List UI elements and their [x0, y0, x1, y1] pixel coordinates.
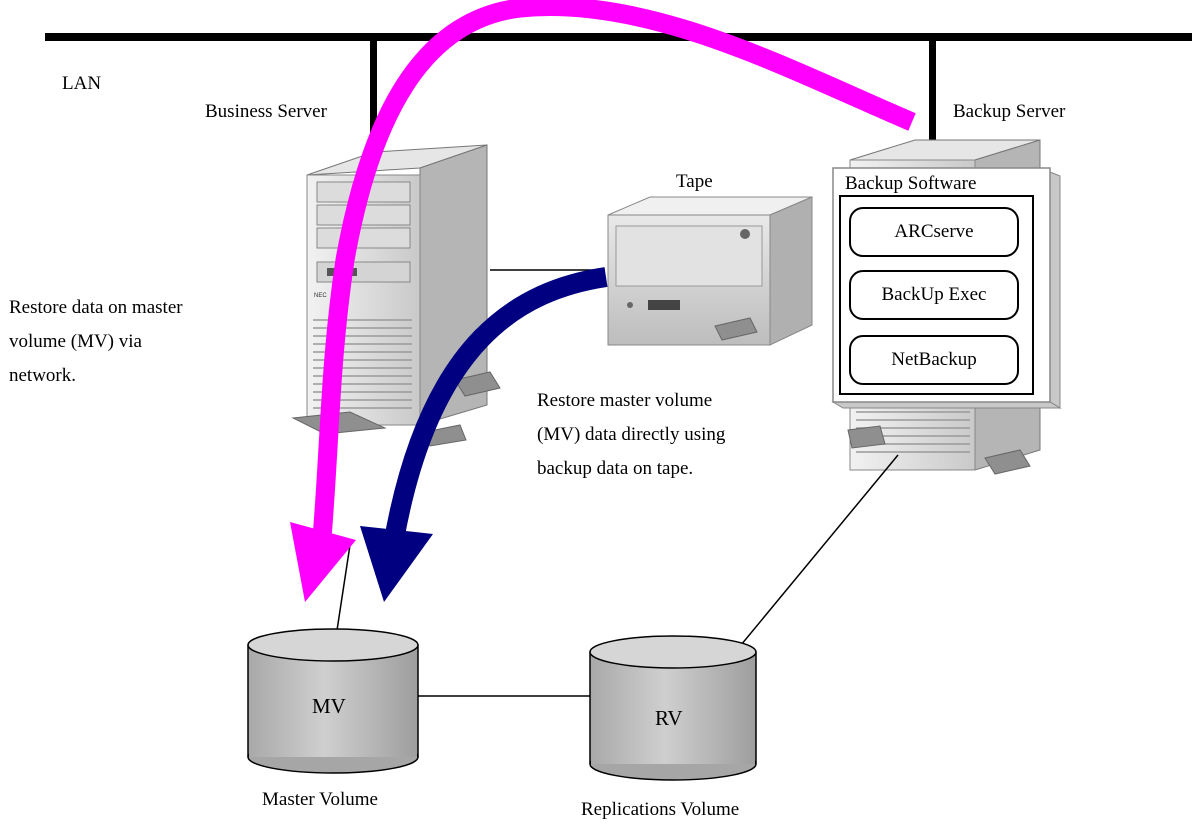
- software-item-label: ARCserve: [894, 221, 974, 242]
- tape-drive-icon: [607, 196, 813, 346]
- lan-label: LAN: [62, 73, 102, 94]
- backup-server-rv-cable: [721, 454, 899, 669]
- software-item-arcserve: ARCserve: [849, 207, 1019, 257]
- replications-volume-label: Replications Volume: [581, 799, 740, 820]
- business-server-lan-drop: [370, 37, 377, 145]
- tape-label: Tape: [676, 171, 713, 192]
- software-item-label: BackUp Exec: [881, 284, 987, 305]
- backup-server-lan-drop: [929, 37, 936, 145]
- replication-volume-disk-icon: [589, 635, 757, 781]
- note-line: (MV) data directly using: [537, 424, 726, 445]
- tape-restore-arrow: [360, 267, 608, 602]
- note-line: Restore master volume: [537, 390, 713, 411]
- master-volume-label: Master Volume: [262, 789, 378, 810]
- software-item-label: NetBackup: [891, 349, 977, 370]
- rv-disk-text: RV: [655, 706, 683, 730]
- network-restore-note: Restore data on master volume (MV) via n…: [9, 298, 183, 400]
- note-line: backup data on tape.: [537, 458, 694, 479]
- note-line: network.: [9, 365, 77, 386]
- software-item-netbackup: NetBackup: [849, 335, 1019, 385]
- note-line: volume (MV) via: [9, 331, 142, 352]
- network-restore-arrow: [290, 0, 916, 602]
- svg-text:NEC: NEC: [314, 293, 327, 299]
- software-item-backup-exec: BackUp Exec: [849, 270, 1019, 320]
- backup-server-label: Backup Server: [953, 101, 1066, 122]
- master-volume-disk-icon: [247, 628, 419, 774]
- note-line: Restore data on master: [9, 297, 183, 318]
- mv-disk-text: MV: [312, 694, 346, 718]
- lan-line: [45, 33, 1192, 41]
- tape-restore-note: Restore master volume (MV) data directly…: [537, 391, 725, 493]
- backup-software-title: Backup Software: [845, 173, 977, 194]
- business-server-label: Business Server: [205, 101, 327, 122]
